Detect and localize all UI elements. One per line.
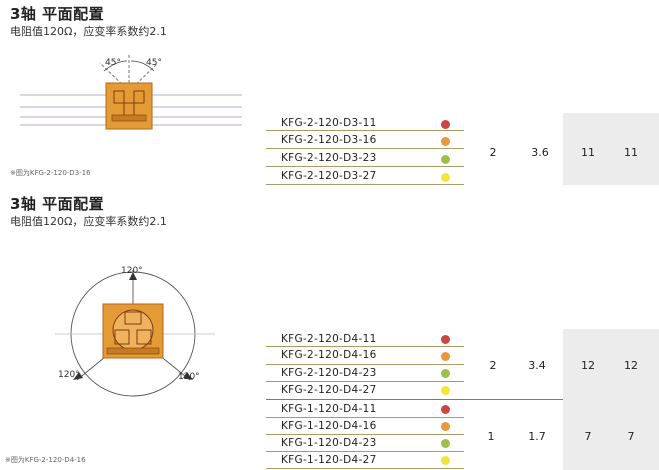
- spec-value: 11: [624, 146, 638, 159]
- row-divider: [266, 451, 464, 452]
- spec-value: 7: [627, 430, 635, 443]
- model-number: KFG-1-120-D4-23: [281, 437, 377, 449]
- color-code-dot: [441, 369, 450, 378]
- section-subtitle: 电阻值120Ω，应变率系数约2.1: [10, 215, 167, 228]
- angle-label: 120°: [58, 370, 80, 380]
- section-subtitle: 电阻值120Ω，应变率系数约2.1: [10, 25, 167, 38]
- model-number: KFG-2-120-D3-11: [281, 117, 377, 129]
- shaded-column: [563, 329, 659, 470]
- color-code-dot: [441, 386, 450, 395]
- model-number: KFG-1-120-D4-11: [281, 403, 377, 415]
- color-code-dot: [441, 352, 450, 361]
- model-number: KFG-2-120-D3-27: [281, 170, 377, 182]
- model-number: KFG-2-120-D3-23: [281, 152, 377, 164]
- model-number: KFG-2-120-D4-27: [281, 384, 377, 396]
- group-divider: [266, 399, 659, 400]
- row-divider: [266, 130, 464, 131]
- color-code-dot: [441, 173, 450, 182]
- model-number: KFG-2-120-D3-16: [281, 134, 377, 146]
- angle-label: 120°: [121, 266, 143, 276]
- row-divider: [266, 364, 464, 365]
- spec-value: 3.4: [528, 359, 546, 372]
- color-code-dot: [441, 137, 450, 146]
- color-code-dot: [441, 439, 450, 448]
- row-divider: [266, 166, 464, 167]
- figure-caption: ※图为KFG-2-120-D3-16: [10, 169, 91, 177]
- model-number: KFG-1-120-D4-16: [281, 420, 377, 432]
- color-code-dot: [441, 405, 450, 414]
- gauge-diagram-d4: [55, 270, 215, 397]
- figure-caption: ※图为KFG-2-120-D4-16: [5, 456, 86, 464]
- section-title: 3轴 平面配置: [10, 195, 105, 213]
- gauge-diagram-d3: [20, 55, 242, 130]
- row-divider: [266, 434, 464, 435]
- spec-value: 1.7: [528, 430, 546, 443]
- color-code-dot: [441, 335, 450, 344]
- model-number: KFG-2-120-D4-16: [281, 349, 377, 361]
- row-divider: [266, 184, 464, 185]
- angle-label: 45°: [105, 58, 121, 68]
- color-code-dot: [441, 120, 450, 129]
- row-divider: [266, 381, 464, 382]
- model-number: KFG-2-120-D4-11: [281, 333, 377, 345]
- angle-label: 45°: [146, 58, 162, 68]
- spec-value: 12: [624, 359, 638, 372]
- spec-value: 2: [489, 359, 497, 372]
- spec-value: 2: [489, 146, 497, 159]
- spec-value: 12: [581, 359, 595, 372]
- spec-value: 7: [584, 430, 592, 443]
- shaded-column: [563, 113, 659, 185]
- row-divider: [266, 148, 464, 149]
- row-divider: [266, 346, 464, 347]
- color-code-dot: [441, 456, 450, 465]
- color-code-dot: [441, 422, 450, 431]
- color-code-dot: [441, 155, 450, 164]
- row-divider: [266, 417, 464, 418]
- spec-value: 1: [487, 430, 495, 443]
- model-number: KFG-2-120-D4-23: [281, 367, 377, 379]
- section-title: 3轴 平面配置: [10, 5, 105, 23]
- spec-value: 11: [581, 146, 595, 159]
- model-number: KFG-1-120-D4-27: [281, 454, 377, 466]
- row-divider: [266, 468, 464, 469]
- angle-label: 120°: [178, 372, 200, 382]
- spec-value: 3.6: [531, 146, 549, 159]
